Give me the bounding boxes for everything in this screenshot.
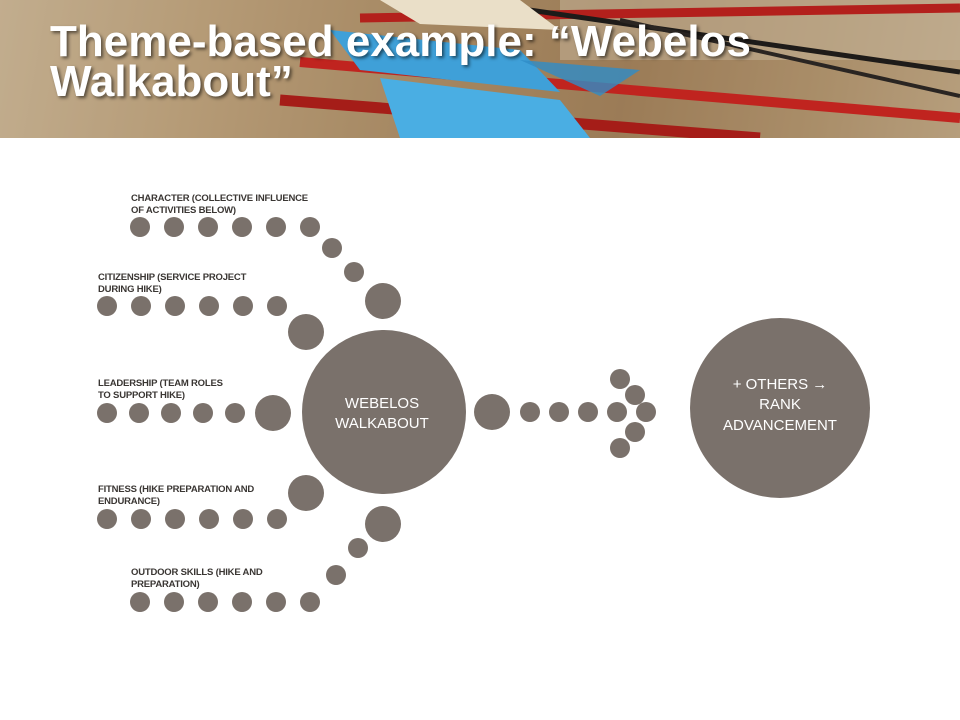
fitness-dot [97,509,117,529]
outdoor-skills-dot [266,592,286,612]
citizenship-dot [131,296,151,316]
leadership-dot [225,403,245,423]
outdoor-skills-label-line1: OUTDOOR SKILLS (HIKE AND [131,567,263,578]
outdoor-skills-dot [198,592,218,612]
citizenship-dot [165,296,185,316]
arrowhead-dot [625,385,645,405]
target-label-line1: + OTHERS → [733,376,828,393]
leadership-dot [255,395,291,431]
arrows-photo-image [0,0,960,138]
citizenship-dot [267,296,287,316]
outdoor-skills-dot [348,538,368,558]
fitness-label-line1: FITNESS (HIKE PREPARATION AND [98,484,254,495]
leadership-label-line1: LEADERSHIP (TEAM ROLES [98,378,223,389]
outdoor-skills-dot [130,592,150,612]
character-label-line2: OF ACTIVITIES BELOW) [131,205,236,216]
connector-dot [549,402,569,422]
character-dot [344,262,364,282]
citizenship-label-line1: CITIZENSHIP (SERVICE PROJECT [98,272,247,283]
citizenship-dot [97,296,117,316]
fitness-dot [131,509,151,529]
fitness-dot [165,509,185,529]
character-dot [164,217,184,237]
leadership-dot [161,403,181,423]
arrowhead-dot [607,402,627,422]
connector-dot [520,402,540,422]
outdoor-skills-dot [164,592,184,612]
fitness-dot [199,509,219,529]
rank-advancement-hub [690,318,870,498]
fitness-dot [233,509,253,529]
target-label-line3: ADVANCEMENT [723,417,837,434]
citizenship-label-line2: DURING HIKE) [98,284,162,295]
leadership-dot [129,403,149,423]
citizenship-dot [288,314,324,350]
outdoor-skills-dot [232,592,252,612]
character-dot [266,217,286,237]
arrowhead-dot [610,369,630,389]
outdoor-skills-dot [365,506,401,542]
character-dot [232,217,252,237]
citizenship-dot [233,296,253,316]
connector-dot [474,394,510,430]
outdoor-skills-label-line2: PREPARATION) [131,579,200,590]
target-label-line2: RANK [759,396,801,413]
fitness-label-line2: ENDURANCE) [98,496,160,507]
fitness-dot [288,475,324,511]
webelos-walkabout-hub [302,330,466,494]
outdoor-skills-dot [300,592,320,612]
arrowhead-dot [625,422,645,442]
header-banner: Theme-based example: “Webelos Walkabout” [0,0,960,138]
character-dot [365,283,401,319]
center-label-line2: WALKABOUT [335,415,429,432]
center-label-line1: WEBELOS [345,395,419,412]
leadership-dot [97,403,117,423]
character-dot [130,217,150,237]
activity-flow-diagram: CHARACTER (COLLECTIVE INFLUENCE OF ACTIV… [97,193,870,612]
outdoor-skills-dot [326,565,346,585]
leadership-label-line2: TO SUPPORT HIKE) [98,390,185,401]
character-dot [322,238,342,258]
character-dot [300,217,320,237]
character-label-line1: CHARACTER (COLLECTIVE INFLUENCE [131,193,308,204]
slide-title: Theme-based example: “Webelos Walkabout” [50,17,751,106]
connector-dot [578,402,598,422]
arrowhead-dot [636,402,656,422]
citizenship-dot [199,296,219,316]
character-dot [198,217,218,237]
fitness-dot [267,509,287,529]
leadership-dot [193,403,213,423]
arrowhead-dot [610,438,630,458]
